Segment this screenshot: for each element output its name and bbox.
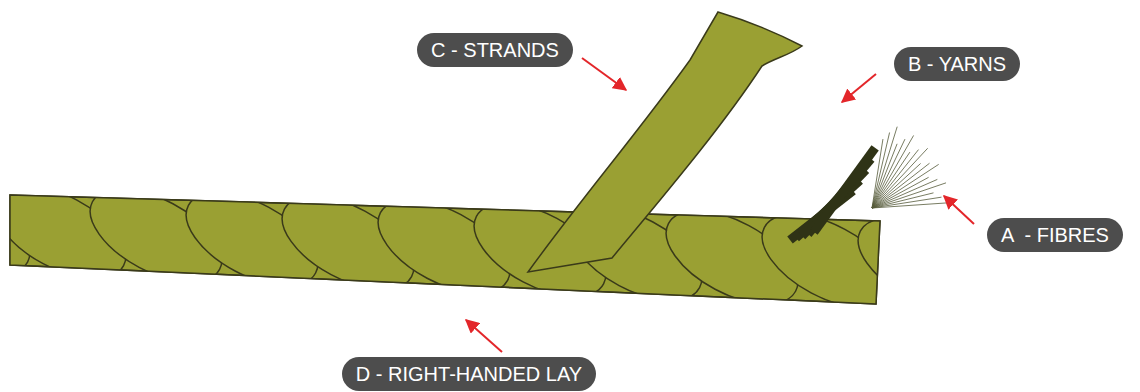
callout-text: C - STRANDS	[431, 39, 559, 61]
callout-label: A - FIBRES	[987, 218, 1123, 252]
callout-text: B - YARNS	[908, 53, 1006, 75]
callout-label: C - STRANDS	[417, 33, 573, 67]
fibre	[872, 203, 949, 208]
fibre	[872, 148, 928, 208]
callout-text: D - RIGHT-HANDED LAY	[356, 363, 582, 385]
yarn-bundle	[790, 148, 875, 240]
fibre-tuft	[872, 127, 949, 208]
fibre	[872, 183, 946, 208]
callout-label: B - YARNS	[894, 47, 1020, 81]
rope-body	[0, 163, 1004, 331]
fibre	[872, 150, 919, 208]
callout-text: A - FIBRES	[1001, 224, 1109, 246]
fibre	[872, 127, 897, 208]
yarn	[814, 148, 875, 232]
callout-label: D - RIGHT-HANDED LAY	[342, 357, 596, 391]
fibre	[872, 164, 939, 208]
strand-lay	[0, 163, 1004, 331]
strand-segment	[844, 199, 1005, 330]
fibre	[872, 197, 942, 208]
leader-arrows	[466, 58, 974, 352]
fibre	[872, 179, 937, 208]
